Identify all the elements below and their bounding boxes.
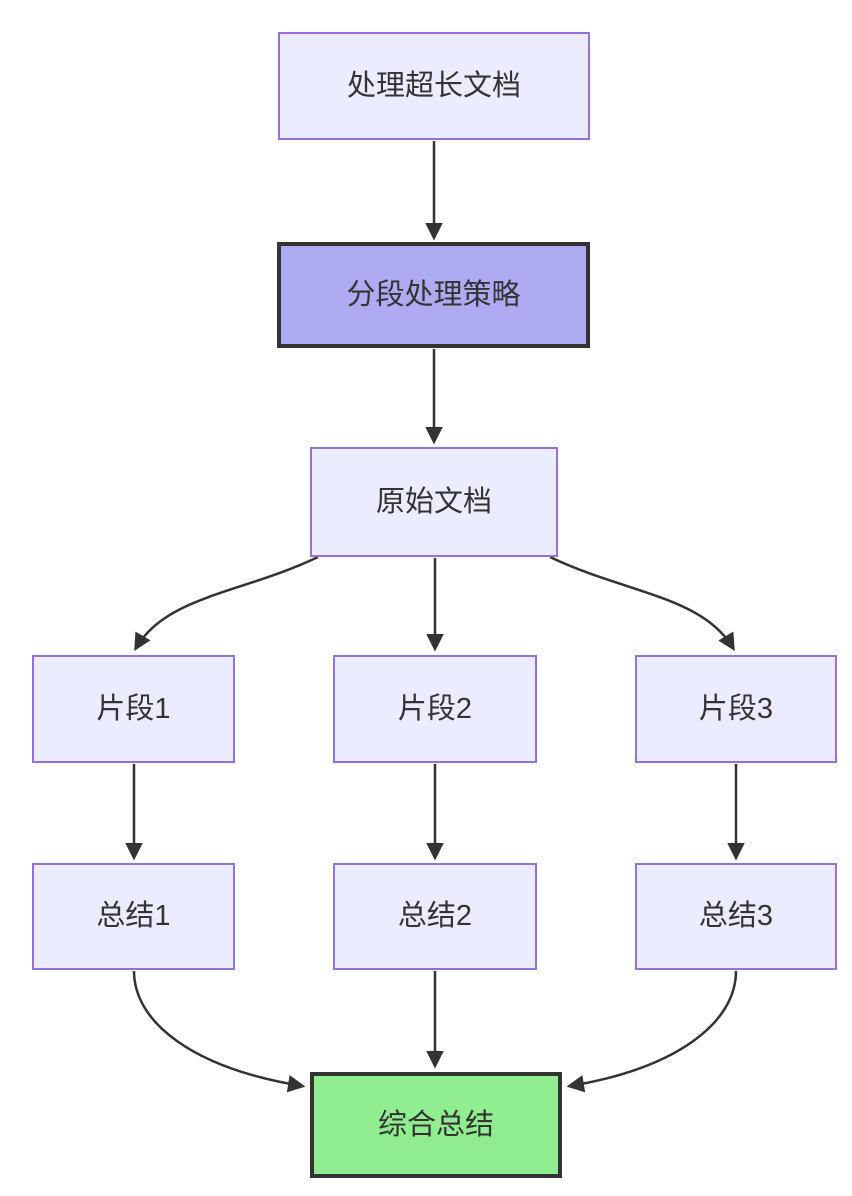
edge-original-to-segment3 (549, 555, 735, 652)
node-summary-2: 总结2 (333, 863, 537, 970)
node-label: 处理超长文档 (346, 69, 521, 102)
node-label: 片段1 (96, 692, 171, 725)
node-summary-1: 总结1 (32, 863, 235, 970)
edge-summary3-to-final (566, 970, 738, 1093)
node-label: 分段处理策略 (346, 278, 521, 311)
node-original-document: 原始文档 (310, 447, 558, 557)
node-segment-3: 片段3 (635, 655, 837, 763)
edge-original-to-segment1 (134, 555, 319, 652)
node-segment-1: 片段1 (32, 655, 235, 763)
edge-summary1-to-final (132, 970, 306, 1093)
node-label: 总结3 (698, 900, 774, 933)
node-segmentation-strategy: 分段处理策略 (277, 242, 590, 348)
node-label: 片段2 (397, 692, 473, 725)
node-summary-3: 总结3 (635, 863, 837, 970)
node-segment-2: 片段2 (333, 655, 537, 763)
node-label: 片段3 (698, 692, 774, 725)
node-final-summary: 综合总结 (310, 1072, 562, 1178)
node-label: 综合总结 (377, 1108, 494, 1141)
node-label: 原始文档 (375, 485, 492, 518)
node-process-long-document: 处理超长文档 (278, 32, 590, 140)
node-label: 总结2 (397, 900, 473, 933)
node-label: 总结1 (96, 900, 171, 933)
